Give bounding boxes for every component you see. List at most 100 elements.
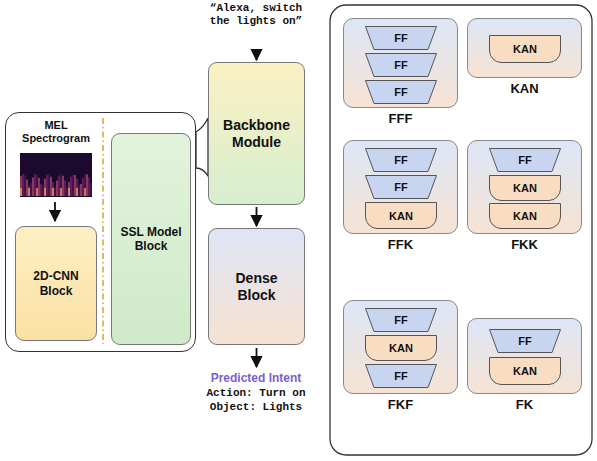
wave-stroke (219, 36, 220, 50)
module-box: Dense Block (208, 228, 305, 345)
wave-stroke (265, 34, 266, 52)
wave-stroke (201, 38, 202, 47)
wave-stroke (273, 36, 274, 50)
layer-label: FF (394, 86, 407, 98)
wave-stroke (209, 39, 210, 48)
module-label: 2D-CNN Block (16, 269, 96, 298)
spectrogram-stroke (80, 184, 81, 196)
wave-stroke (205, 36, 206, 50)
wave-stroke (213, 33, 214, 52)
wave-stroke (243, 41, 244, 46)
wave-stroke (203, 36, 204, 50)
spectrogram-stroke (56, 180, 57, 196)
spectrogram-stroke (64, 180, 65, 196)
spectrogram-stroke (20, 188, 21, 196)
spectrogram-stroke (58, 176, 59, 196)
layer-label: FF (394, 32, 407, 44)
spectrogram-stroke (88, 177, 89, 196)
spectrogram-ground (20, 153, 92, 197)
variant-label: FKF (344, 397, 457, 412)
variant-label: FFF (344, 111, 457, 126)
spectrogram-stroke (82, 178, 83, 196)
wave-stroke (217, 41, 218, 45)
kan-layer: KAN (489, 357, 561, 385)
wave-stroke (231, 36, 232, 50)
wave-stroke (287, 40, 288, 46)
input-heading: MEL Spectrogram (14, 119, 98, 145)
spec-arrow (54, 202, 56, 221)
wave-stroke (255, 37, 256, 50)
spectrogram-stroke (30, 183, 31, 196)
ff-outline (366, 309, 437, 332)
layer-label: KAN (513, 365, 537, 377)
spectrogram-stroke (78, 185, 79, 196)
ff-outline (490, 330, 561, 353)
kan-outline (490, 176, 561, 201)
ff-outline (366, 54, 437, 77)
layer-label: FF (394, 314, 407, 326)
variant-box: FFKANFK (467, 318, 582, 394)
spectrogram-stroke (46, 175, 47, 196)
spectrogram-stroke (44, 179, 45, 196)
wave-stroke (235, 41, 236, 45)
wave-stroke (277, 36, 278, 50)
wave-stroke (261, 39, 262, 47)
ff-outline (490, 149, 561, 172)
wave-stroke (291, 40, 292, 45)
layer-label: FF (394, 181, 407, 193)
spectrogram-stroke (38, 178, 39, 196)
ff-layer: FF (489, 148, 561, 172)
spectrogram-stroke (22, 174, 23, 196)
ff-layer: FF (365, 80, 437, 104)
spectrogram-stroke (44, 188, 45, 196)
wave-stroke (241, 41, 242, 45)
input-arrow (256, 55, 258, 60)
spectrogram-stroke (76, 188, 77, 196)
spectrogram-stroke (36, 188, 37, 196)
output-heading: Predicted Intent (176, 371, 336, 385)
spectrogram-stroke (62, 176, 63, 196)
kan-layer: KAN (365, 335, 437, 361)
spectrogram-stroke (24, 175, 25, 196)
layer-label: FF (518, 335, 531, 347)
wave-stroke (267, 33, 268, 52)
spectrogram-stroke (20, 176, 21, 196)
spectrogram-stroke (90, 183, 91, 196)
kan-layer: KAN (489, 175, 561, 201)
wave-stroke (253, 41, 254, 46)
spectrogram-stroke (50, 177, 51, 196)
spectrogram-stroke (32, 177, 33, 196)
layer-label: FF (394, 154, 407, 166)
kan-outline (366, 203, 437, 229)
output-slot: Object: Lights (166, 401, 346, 414)
output-slot: Action: Turn on (166, 387, 346, 400)
wave-stroke (221, 33, 222, 52)
spectrogram-stroke (40, 184, 41, 196)
wave-stroke (263, 38, 264, 48)
wave-stroke (223, 35, 224, 52)
wave-stroke (283, 38, 284, 48)
wave-stroke (233, 38, 234, 47)
spectrogram-stroke (60, 188, 61, 196)
spectrogram-stroke (54, 187, 55, 196)
output-arrow (256, 348, 258, 367)
wave-stroke (293, 39, 294, 47)
wave-stroke (257, 34, 258, 52)
wave-stroke (251, 38, 252, 48)
layer-label: FF (394, 59, 407, 71)
spectrogram-stroke (36, 175, 37, 196)
variant-label: FFK (344, 237, 457, 252)
variant-box: FFFFFFFFF (343, 18, 458, 108)
ff-layer: FF (365, 148, 437, 172)
callout-tail (196, 118, 208, 176)
variant-box: FFKANKANFKK (467, 140, 582, 234)
spectrogram-stroke (66, 187, 67, 196)
spectrogram-stroke (34, 174, 35, 196)
module-box: 2D-CNN Block (15, 226, 97, 341)
spectrogram-stroke (74, 175, 75, 196)
spectrogram-stroke (26, 180, 27, 196)
module-label: Dense Block (209, 270, 304, 304)
module-box: SSL Model Block (111, 133, 191, 345)
wave-stroke (229, 36, 230, 50)
